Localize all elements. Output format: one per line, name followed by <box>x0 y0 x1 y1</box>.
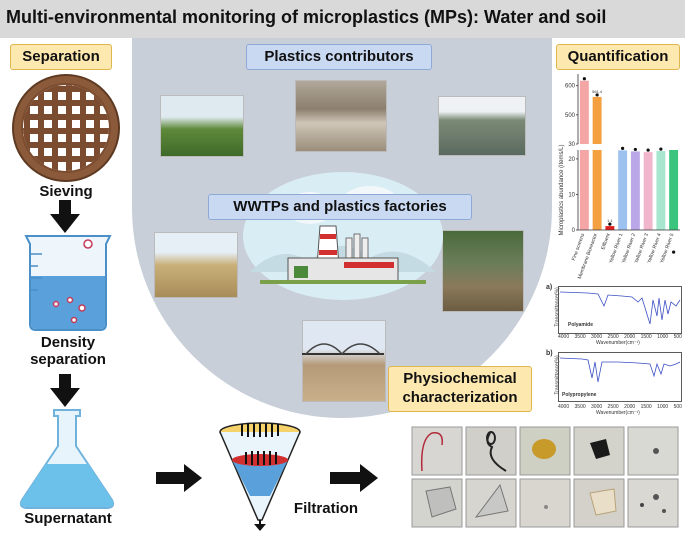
photo-bridge <box>302 320 386 402</box>
page-title: Multi-environmental monitoring of microp… <box>6 7 607 27</box>
spectrum-b-name: Polypropylene <box>562 392 597 398</box>
xtick: 1000 <box>657 404 669 410</box>
ftir-spectrum-a: a) Polyamide 4000 3500 3000 2500 2000 1500 100… <box>546 284 684 346</box>
y-tick-label: 30 <box>568 142 575 148</box>
spectrum-a-name: Polyamide <box>568 322 594 328</box>
flask-icon <box>19 409 115 509</box>
data-point <box>582 77 586 81</box>
xtick: 3500 <box>574 334 586 340</box>
factory-icon <box>243 172 443 300</box>
xtick: 3500 <box>574 404 586 410</box>
bar <box>643 152 653 230</box>
bar <box>618 150 628 230</box>
xtick: 2000 <box>624 404 636 410</box>
photo-dump-site <box>295 80 387 152</box>
physiochemical-label: Physiochemical characterization <box>388 366 532 412</box>
spectrum-a-xlabel: Wavenumber(cm⁻¹) <box>596 340 640 346</box>
xtick: 1000 <box>657 334 669 340</box>
xtick: 1500 <box>640 404 652 410</box>
bar <box>630 151 640 230</box>
filtration-label: Filtration <box>293 500 359 517</box>
density-separation-label: separation <box>30 351 106 368</box>
x-tick-label: Effluent <box>600 232 612 250</box>
beaker-icon <box>24 235 112 331</box>
density-label: Density <box>40 334 96 351</box>
xtick: 3000 <box>591 334 603 340</box>
spectrum-b-plot <box>558 352 682 402</box>
spectrum-b-ylabel: Transmittance(%) <box>554 355 561 395</box>
arrow-right-icon <box>156 464 202 492</box>
arrow-down-icon <box>50 200 80 233</box>
data-point <box>672 250 676 254</box>
data-label: 561.4 <box>592 89 603 94</box>
panel-b-label: b) <box>546 350 553 357</box>
arrow-right-icon <box>330 464 378 492</box>
spectrum-a-xticks: 4000 3500 3000 2500 2000 1500 1000 500 <box>558 334 682 340</box>
data-point <box>659 147 663 151</box>
panel-a-label: a) <box>546 284 553 291</box>
bar-lower <box>579 150 589 230</box>
bar <box>656 151 666 230</box>
photo-river <box>438 96 526 156</box>
y-tick-label: 10 <box>568 192 575 198</box>
supernatant-label: Supernatant <box>24 510 112 527</box>
header-bar <box>0 0 685 38</box>
data-point <box>608 222 612 226</box>
bar-lower <box>592 150 602 230</box>
y-tick-label: 20 <box>568 157 575 163</box>
spectrum-a-ylabel: Transmittance(%) <box>554 287 561 327</box>
quantification-bar-chart: Microplastics abundance (items/L) 561.4 1… <box>559 74 680 280</box>
data-point <box>633 147 637 152</box>
data-label: 1.1 <box>607 218 613 223</box>
xtick: 4000 <box>558 404 570 410</box>
arrow-down-icon <box>50 374 80 407</box>
micrograph-grid <box>410 425 682 531</box>
bridge-icon <box>302 343 384 356</box>
data-point <box>621 146 625 150</box>
sieving-label: Sieving <box>39 183 93 200</box>
xtick: 1500 <box>640 334 652 340</box>
chart-ylabel: Microplastics abundance (items/L) <box>559 144 565 235</box>
data-point <box>595 93 599 97</box>
data-point <box>646 148 650 152</box>
bar-upper <box>592 96 602 144</box>
ftir-spectrum-b: b) Polypropylene 4000 3500 3000 2500 2000 150… <box>546 350 684 422</box>
photo-town <box>154 232 238 298</box>
bar <box>605 226 615 230</box>
physiochemical-line2: characterization <box>402 389 518 406</box>
sieve-icon <box>12 74 120 182</box>
plastics-contributors-label: Plastics contributors <box>246 44 432 70</box>
xtick: 3000 <box>591 404 603 410</box>
photo-field <box>160 95 244 157</box>
xtick: 2000 <box>624 334 636 340</box>
spectrum-b-xticks: 4000 3500 3000 2500 2000 1500 1000 500 <box>558 404 682 410</box>
bar-upper <box>579 80 589 144</box>
spectrum-a-plot <box>558 286 682 334</box>
xtick: 2500 <box>607 334 619 340</box>
separation-label: Separation <box>10 44 112 70</box>
photo-riverbank <box>442 230 524 312</box>
y-tick-label: 500 <box>565 113 576 119</box>
physiochemical-line1: Physiochemical <box>403 370 517 387</box>
filtration-funnel-icon <box>219 422 301 531</box>
y-tick-label: 0 <box>572 228 576 234</box>
quantification-label: Quantification <box>556 44 680 70</box>
xtick: 2500 <box>607 404 619 410</box>
wwtps-label: WWTPs and plastics factories <box>208 194 472 220</box>
y-tick-label: 600 <box>565 84 576 90</box>
spectrum-b-xlabel: Wavenumber(cm⁻¹) <box>596 410 640 416</box>
xtick: 500 <box>673 404 682 410</box>
xtick: 4000 <box>558 334 570 340</box>
xtick: 500 <box>673 334 682 340</box>
bar-lower <box>669 150 679 230</box>
